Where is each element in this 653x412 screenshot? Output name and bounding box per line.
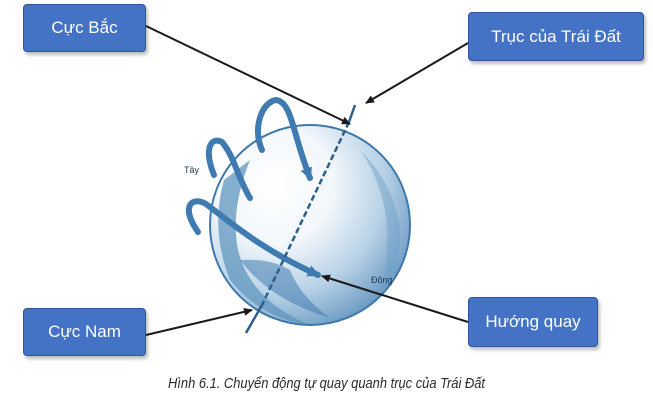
pointer-north-pole [145,25,351,125]
rotation-arrow-bottom [185,198,321,278]
label-north-pole-text: Cực Bắc [51,18,118,37]
pointer-earth-axis [365,42,469,104]
globe-outline [209,124,411,326]
pointer-south-pole [145,307,253,336]
figure-caption: Hình 6.1. Chuyển động tự quay quanh trục… [167,375,486,392]
globe-shadow-west [218,160,310,325]
pointer-lines [145,25,469,336]
globe-shadow-south [240,259,330,318]
axis-south-segment [244,304,264,334]
axis-north-segment [347,104,357,123]
rotation-arrow-top [255,96,313,181]
rotation-arrows [185,96,321,278]
east-label: Đông [371,275,393,285]
label-south-pole-text: Cực Nam [48,322,121,341]
label-rotation-direction: Hướng quay [468,297,598,347]
label-earth-axis: Trục của Trái Đất [468,12,644,61]
label-earth-axis-text: Trục của Trái Đất [491,26,621,46]
globe [209,124,411,326]
rotation-arrow-middle [205,137,253,201]
label-north-pole: Cực Bắc [23,4,146,52]
west-label: Tây [184,165,200,175]
globe-shadow-east [360,150,401,292]
label-south-pole: Cực Nam [23,308,146,356]
axis-inner-segment [260,121,351,306]
pointer-rotation-direction [321,274,469,323]
label-rotation-direction-text: Hướng quay [485,312,581,331]
